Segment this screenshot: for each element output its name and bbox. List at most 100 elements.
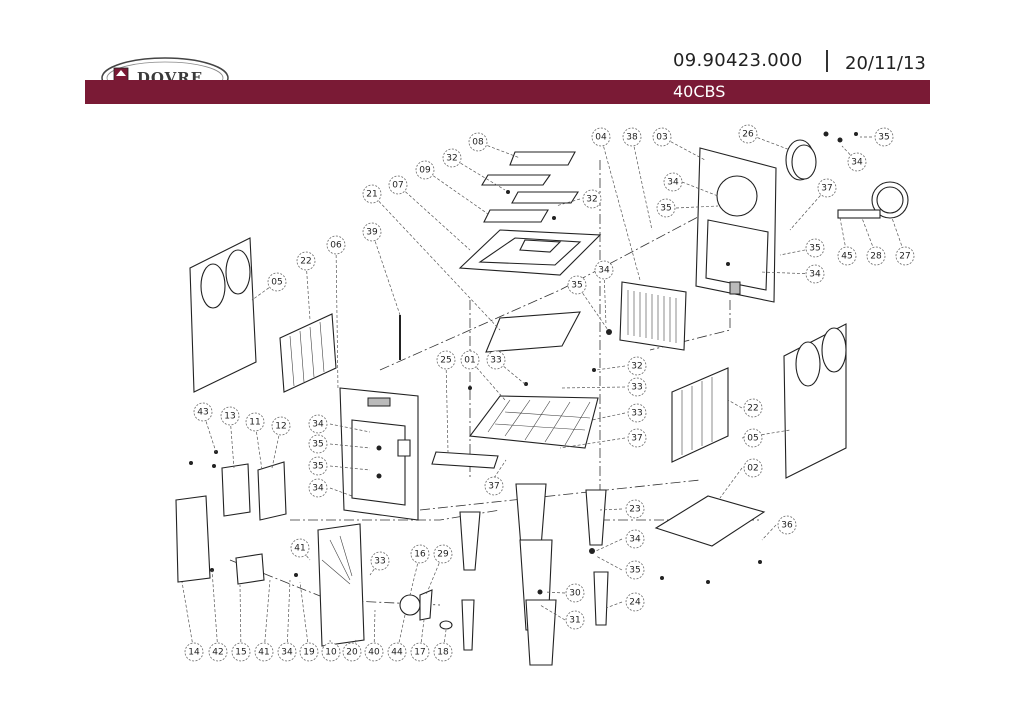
part-callout-32: 32: [627, 356, 647, 376]
part-callout-35: 35: [656, 198, 676, 218]
part-callout-39: 39: [362, 222, 382, 242]
part-number-label: 22: [747, 404, 758, 414]
part-callout-35: 35: [567, 275, 587, 295]
title-bar: [85, 80, 930, 104]
part-callout-12: 12: [271, 416, 291, 436]
part-callout-06: 06: [326, 235, 346, 255]
part-callout-20: 20: [342, 642, 362, 662]
fasteners: [189, 131, 858, 595]
part-callout-29: 29: [433, 544, 453, 564]
part-callout-38: 38: [622, 127, 642, 147]
part-callout-34: 34: [663, 172, 683, 192]
part-callout-08: 08: [468, 132, 488, 152]
part-number-label: 37: [631, 434, 642, 444]
part-number-label: 35: [878, 133, 889, 143]
part-number-label: 32: [446, 154, 457, 164]
part-number-label: 17: [414, 648, 425, 658]
part-number-label: 19: [303, 648, 315, 658]
part-number-label: 38: [626, 133, 638, 143]
part-number-label: 16: [414, 550, 426, 560]
baffle-plate: [485, 311, 581, 353]
part-callout-31: 31: [565, 610, 585, 630]
part-number-label: 41: [258, 648, 269, 658]
part-number-label: 34: [312, 484, 324, 494]
part-callout-15: 15: [231, 642, 251, 662]
part-number-label: 05: [747, 434, 758, 444]
part-number-label: 34: [281, 648, 293, 658]
back-plate: [695, 147, 777, 303]
part-callout-33: 33: [370, 551, 390, 571]
part-number-label: 15: [235, 648, 246, 658]
model-name: 40CBS: [673, 82, 726, 101]
part-callout-03: 03: [652, 127, 672, 147]
part-callout-32: 32: [442, 148, 462, 168]
part-number-label: 13: [224, 412, 235, 422]
part-number-label: 44: [391, 648, 403, 658]
part-number-label: 32: [586, 195, 597, 205]
part-number-label: 21: [366, 190, 377, 200]
part-number-label: 28: [870, 252, 882, 262]
part-callout-24: 24: [625, 592, 645, 612]
part-callout-35: 35: [308, 456, 328, 476]
part-callout-40: 40: [364, 642, 384, 662]
left-heat-shield: [279, 313, 337, 393]
part-number-label: 07: [392, 181, 403, 191]
part-callout-18: 18: [433, 642, 453, 662]
part-number-label: 22: [300, 257, 311, 267]
page-header: DOVRE 09.90423.000 20/11/13 40CBS: [0, 0, 1024, 110]
part-number-label: 18: [437, 648, 449, 658]
part-callout-34: 34: [277, 642, 297, 662]
back-baffle: [619, 281, 687, 351]
part-number-label: 11: [249, 418, 260, 428]
part-callout-10: 10: [321, 642, 341, 662]
part-number-label: 37: [821, 184, 832, 194]
part-callout-36: 36: [777, 515, 797, 535]
part-callout-01: 01: [460, 350, 480, 370]
front-body: [339, 387, 419, 521]
part-callout-27: 27: [895, 246, 915, 266]
part-callout-42: 42: [208, 642, 228, 662]
part-number-label: 35: [312, 462, 323, 472]
legs: [459, 483, 609, 666]
cover-plate: [871, 181, 909, 219]
part-callout-05: 05: [743, 428, 763, 448]
part-number-label: 08: [472, 138, 484, 148]
part-number-label: 27: [899, 252, 910, 262]
part-callout-33: 33: [486, 350, 506, 370]
left-side-panel: [189, 237, 257, 393]
explosion-axes: [229, 160, 760, 606]
part-number-label: 33: [631, 409, 642, 419]
part-number-label: 33: [374, 557, 385, 567]
part-callout-02: 02: [743, 458, 763, 478]
part-number-label: 32: [631, 362, 642, 372]
part-number-label: 34: [629, 535, 641, 545]
part-callouts: 08 32 09 07 21 32 04 38 03 26 35 34 37 34 35 35 34 34 35 45…: [184, 124, 915, 662]
part-callout-37: 37: [817, 178, 837, 198]
part-callout-34: 34: [805, 264, 825, 284]
part-number-label: 29: [437, 550, 449, 560]
part-callout-13: 13: [220, 406, 240, 426]
part-callout-09: 09: [415, 160, 435, 180]
part-callout-28: 28: [866, 246, 886, 266]
part-callout-34: 34: [625, 529, 645, 549]
part-number-label: 45: [841, 252, 852, 262]
part-number-label: 26: [742, 130, 754, 140]
right-side-panel: [783, 323, 847, 479]
document-number: 09.90423.000: [673, 50, 803, 71]
part-callout-37: 37: [627, 428, 647, 448]
part-callout-26: 26: [738, 124, 758, 144]
part-callout-04: 04: [591, 127, 611, 147]
part-number-label: 24: [629, 598, 641, 608]
part-callout-44: 44: [387, 642, 407, 662]
part-callout-22: 22: [743, 398, 763, 418]
part-number-label: 05: [271, 278, 282, 288]
part-callout-30: 30: [565, 583, 585, 603]
header-separator: [826, 50, 828, 72]
part-number-label: 02: [747, 464, 758, 474]
top-plates: [481, 151, 580, 223]
part-callout-37: 37: [484, 476, 504, 496]
part-callout-14: 14: [184, 642, 204, 662]
grate: [468, 395, 599, 449]
part-number-label: 34: [598, 266, 610, 276]
